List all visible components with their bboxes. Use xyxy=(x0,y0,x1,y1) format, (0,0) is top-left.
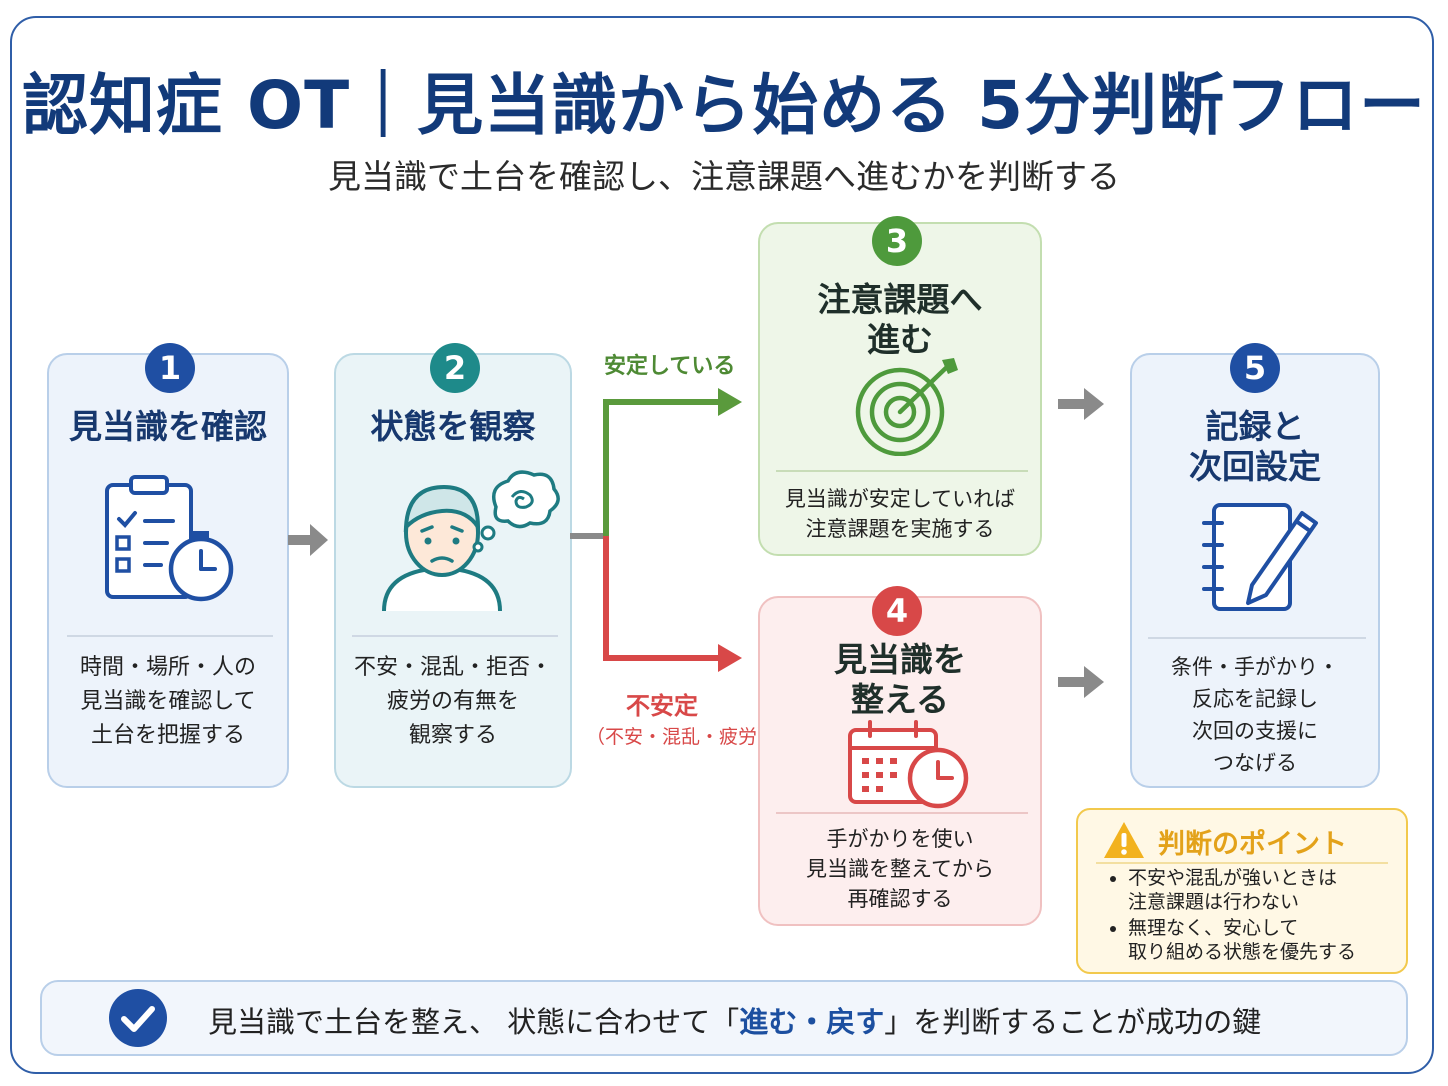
step-card-4: 4 見当識を 整える 手がかりを使い 見当識を整えてから 再確認する xyxy=(758,586,1042,926)
step-card-1: 1 見当識を確認 時間・場所・人の 見当識を確認して 土台を把握する xyxy=(47,343,289,788)
summary-banner: 見当識で土台を整え、 状態に合わせて「進む・戻す」を判断することが成功の鍵 xyxy=(40,980,1408,1056)
clipboard-clock-icon xyxy=(105,475,234,602)
target-icon xyxy=(855,358,958,456)
judgment-point-divider xyxy=(1096,862,1388,864)
judgment-point-box: 判断のポイント 不安や混乱が強いときは 注意課題は行わない 無理なく、安心して … xyxy=(1076,808,1408,974)
branch-label-unstable: 不安定 xyxy=(626,692,698,720)
calendar-clock-icon xyxy=(848,720,969,809)
warning-icon xyxy=(1104,822,1144,858)
step-desc-3: 見当識が安定していれば 注意課題を実施する xyxy=(784,487,1016,541)
step-title-5: 記録と 次回設定 xyxy=(1189,407,1321,486)
step-divider-3 xyxy=(776,470,1028,472)
step-divider-4 xyxy=(776,812,1028,814)
step-card-2: 2 状態を観察 不安・混乱・拒否・ 疲労の有無を 観察する xyxy=(334,343,572,788)
step-title-4: 見当識を 整える xyxy=(834,640,966,719)
notebook-pencil-icon xyxy=(1202,503,1318,611)
step-divider-5 xyxy=(1148,637,1366,639)
page-title: 認知症 OT｜見当識から始める 5分判断フロー xyxy=(21,67,1426,144)
judgment-point-title: 判断のポイント xyxy=(1158,829,1347,860)
list-item: 無理なく、安心して 取り組める状態を優先する xyxy=(1128,916,1408,964)
step-number-3: 3 xyxy=(872,216,922,266)
step-desc-2: 不安・混乱・拒否・ 疲労の有無を 観察する xyxy=(353,655,552,748)
judgment-point-list: 不安や混乱が強いときは 注意課題は行わない 無理なく、安心して 取り組める状態を… xyxy=(1104,866,1408,966)
step-title-1: 見当識を確認 xyxy=(69,407,267,446)
arrow-right-icon xyxy=(1058,388,1104,420)
branch-label-stable: 安定している xyxy=(604,354,736,379)
step-desc-4: 手がかりを使い 見当識を整えてから 再確認する xyxy=(806,827,994,911)
step-desc-1: 時間・場所・人の 見当識を確認して 土台を把握する xyxy=(79,655,256,748)
check-circle-icon xyxy=(109,989,167,1047)
step-card-5: 5 記録と 次回設定 条件・手がかり・ 反応を記録し 次回の支援に つなげる xyxy=(1130,343,1380,788)
step-number-1: 1 xyxy=(145,343,195,393)
step-number-4: 4 xyxy=(872,586,922,636)
list-item: 不安や混乱が強いときは 注意課題は行わない xyxy=(1128,866,1408,914)
worried-person-icon xyxy=(382,470,560,612)
branch-label-unstable-sub: （不安・混乱・疲労） xyxy=(586,726,777,748)
summary-text: 見当識で土台を整え、 状態に合わせて「進む・戻す」を判断することが成功の鍵 xyxy=(208,1005,1262,1039)
step-number-5: 5 xyxy=(1230,343,1280,393)
arrow-right-icon xyxy=(1058,666,1104,698)
step-title-3: 注意課題へ 進む xyxy=(817,280,983,359)
step-number-2: 2 xyxy=(430,343,480,393)
step-desc-5: 条件・手がかり・ 反応を記録し 次回の支援に つなげる xyxy=(1171,655,1339,775)
branch-connector xyxy=(570,388,742,672)
step-card-3: 3 注意課題へ 進む 見当識が安定していれば 注意課題を実施する xyxy=(758,216,1042,556)
step-title-2: 状態を観察 xyxy=(370,407,536,446)
step-divider-2 xyxy=(352,635,558,637)
arrow-right-icon xyxy=(288,524,328,556)
page-subtitle: 見当識で土台を確認し、注意課題へ進むかを判断する xyxy=(328,157,1120,196)
step-divider-1 xyxy=(67,635,273,637)
